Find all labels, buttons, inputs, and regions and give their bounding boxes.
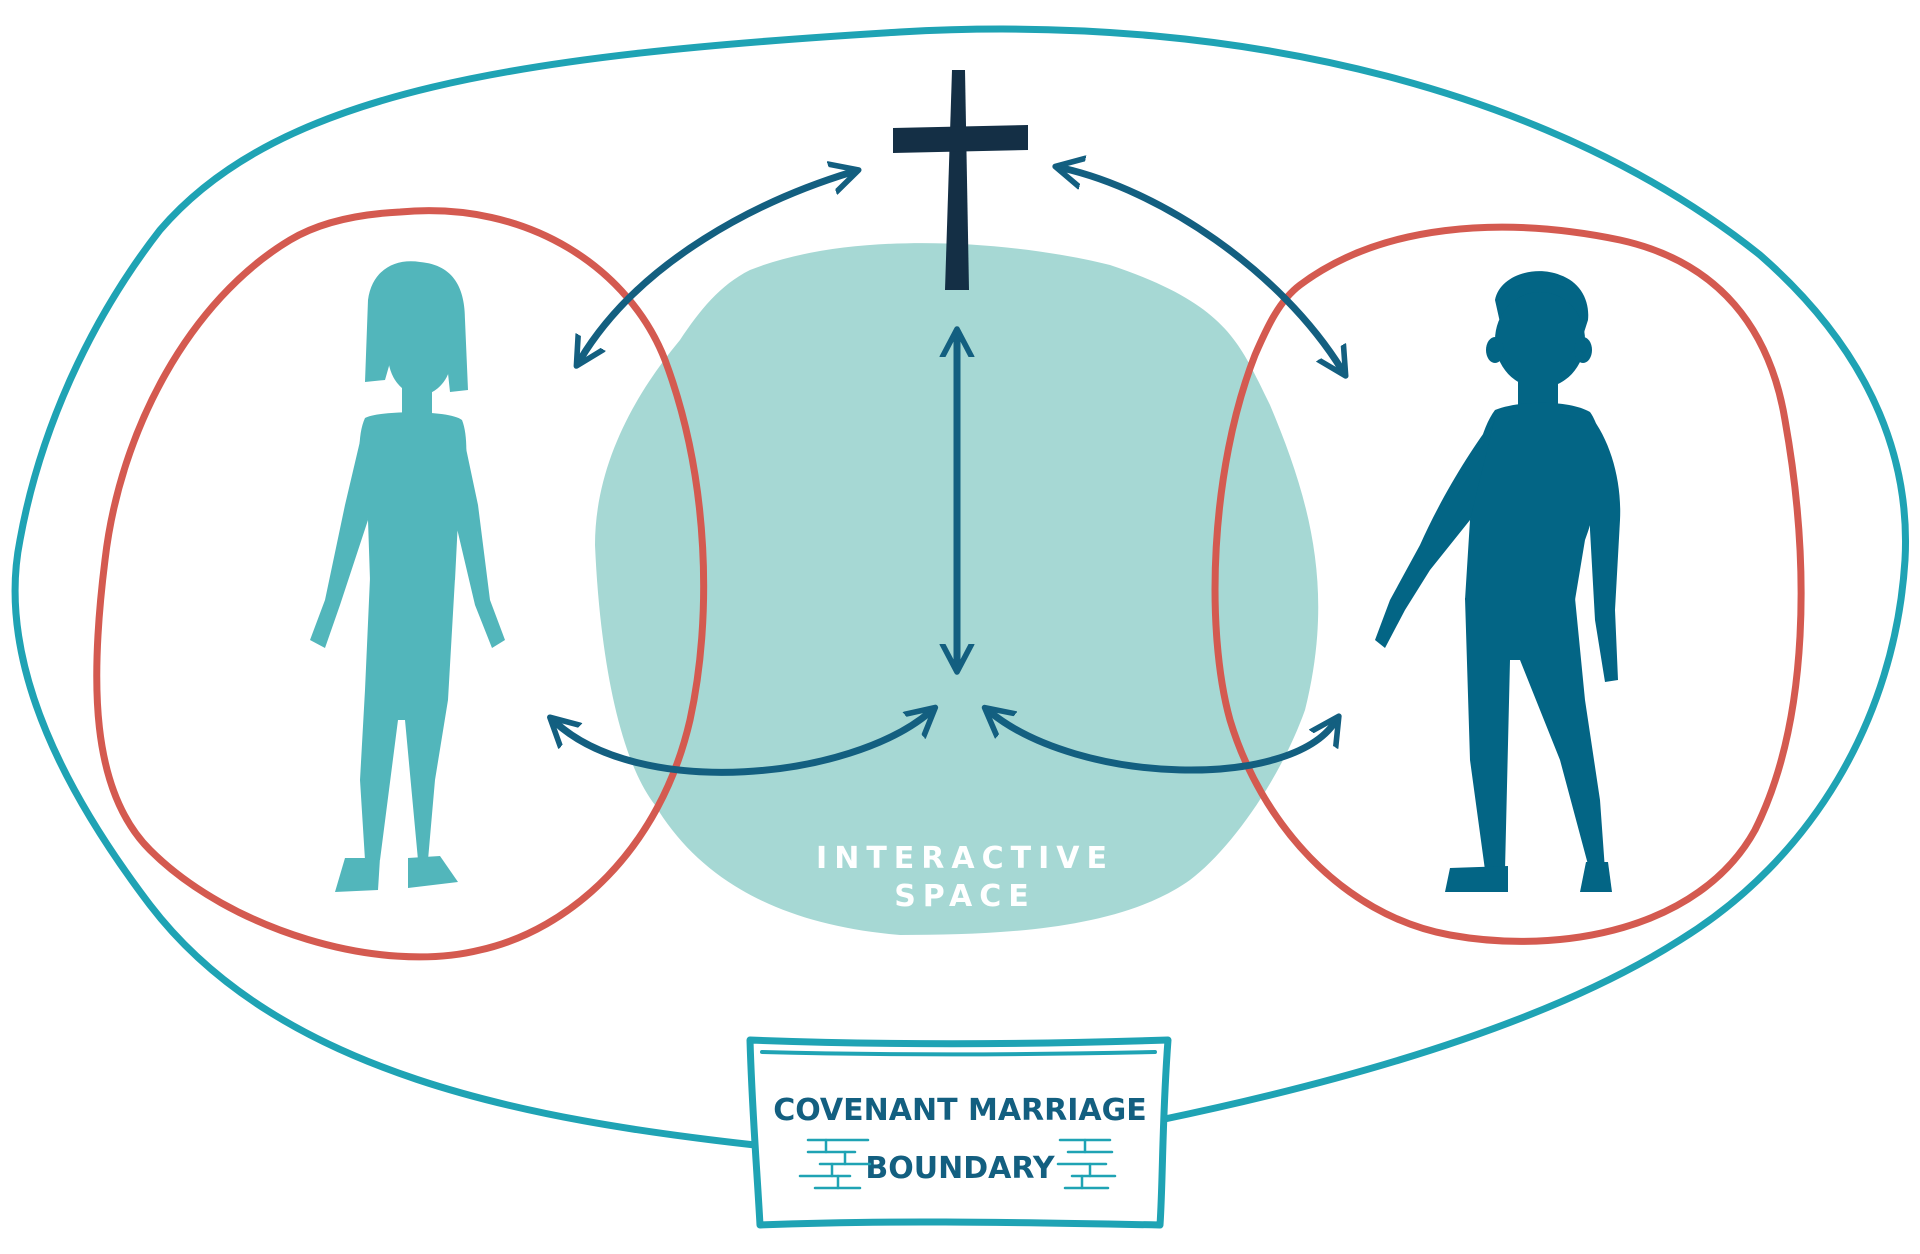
interactive-space-label-line1: INTERACTIVE xyxy=(816,841,1114,876)
boundary-sign: COVENANT MARRIAGE BOUNDARY xyxy=(746,1036,1172,1229)
arrow-woman-space xyxy=(555,712,930,776)
relationship-arrows xyxy=(555,168,1342,776)
arrow-cross-woman xyxy=(580,172,852,360)
interactive-space-label-line2: SPACE xyxy=(894,879,1036,914)
arrow-man-space xyxy=(990,712,1335,774)
brick-wall-icon xyxy=(798,1138,1117,1190)
man-icon xyxy=(1375,271,1621,892)
boundary-label-line2: BOUNDARY xyxy=(865,1151,1055,1186)
boundary-label-line1: COVENANT MARRIAGE xyxy=(773,1093,1147,1128)
man-personal-circle xyxy=(1211,223,1805,945)
cross-icon xyxy=(893,70,1028,290)
woman-icon xyxy=(310,261,505,892)
outer-boundary xyxy=(11,25,1909,1149)
arrow-cross-man xyxy=(1062,168,1342,370)
woman-personal-circle xyxy=(93,207,708,961)
